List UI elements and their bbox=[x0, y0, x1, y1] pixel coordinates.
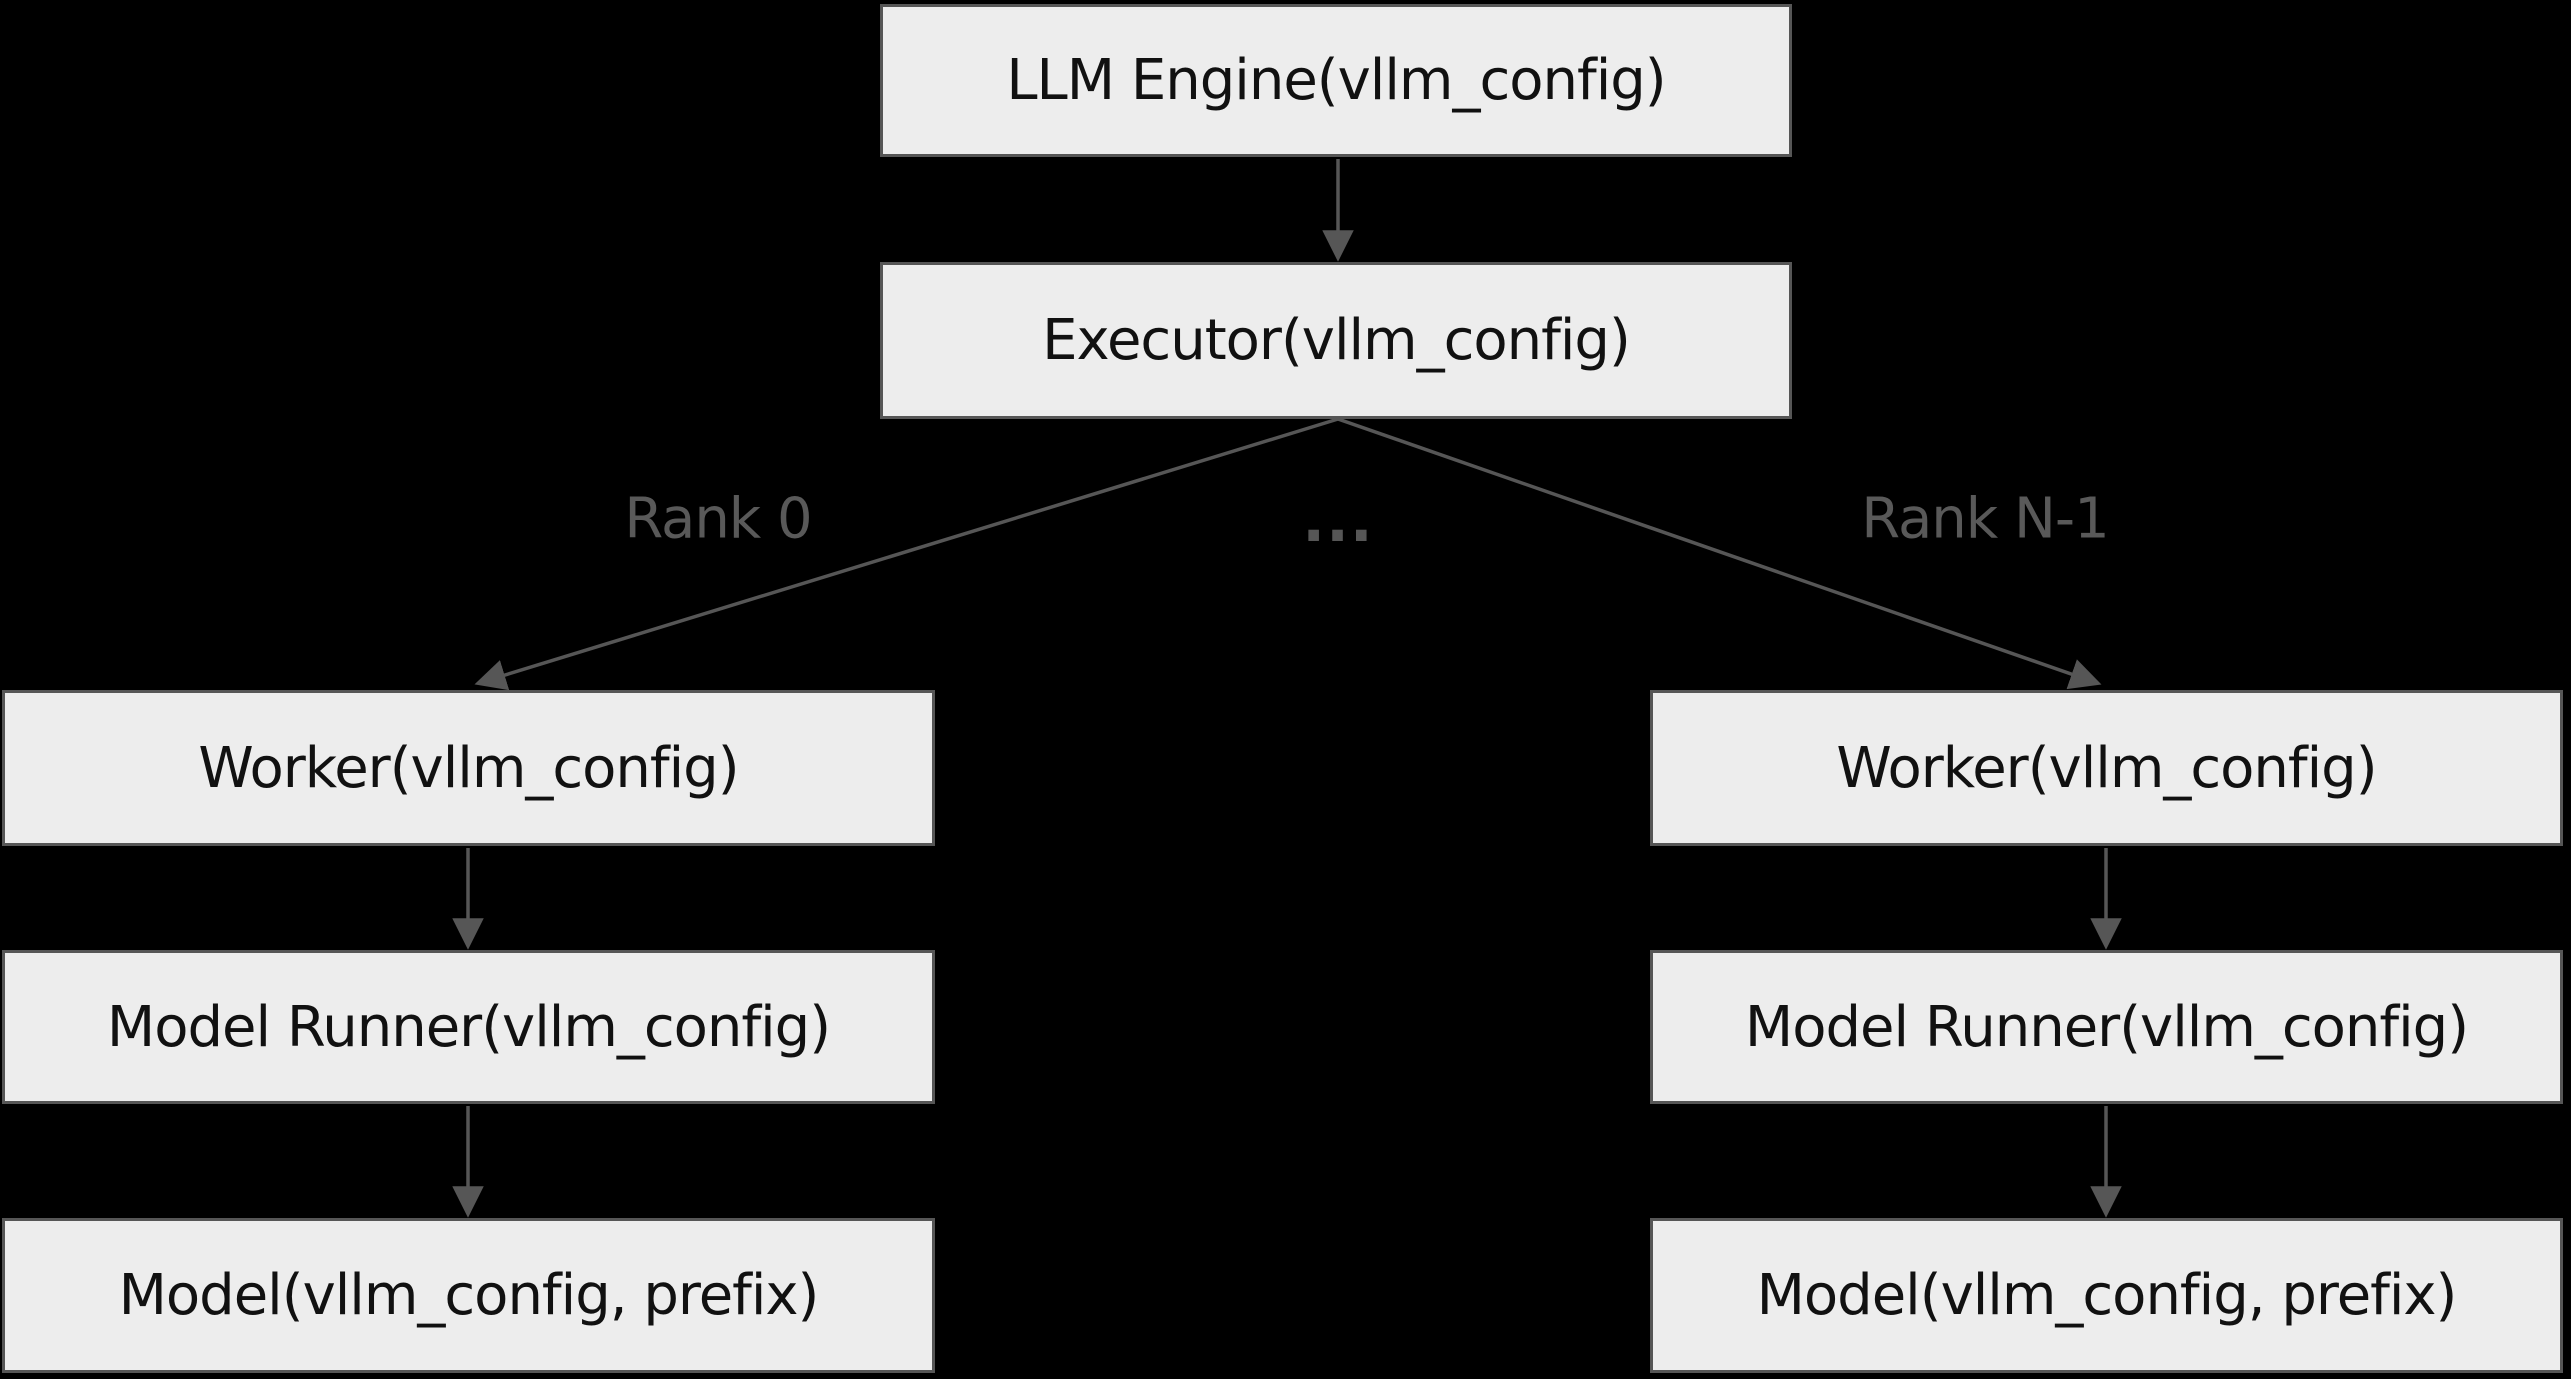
arrow-executor-to-worker-right bbox=[1337, 417, 2102, 690]
edge-label-ellipsis: ... bbox=[1302, 486, 1374, 556]
node-model-rank-0: Model(vllm_config, prefix) bbox=[2, 1218, 935, 1373]
node-worker-rank-0: Worker(vllm_config) bbox=[2, 690, 935, 846]
node-llm-engine: LLM Engine(vllm_config) bbox=[880, 4, 1792, 157]
node-model-runner-rank-0: Model Runner(vllm_config) bbox=[2, 950, 935, 1104]
edge-label-rank-n-1: Rank N-1 bbox=[1861, 486, 2109, 552]
node-executor: Executor(vllm_config) bbox=[880, 262, 1792, 419]
node-worker-rank-n-1: Worker(vllm_config) bbox=[1650, 690, 2563, 846]
arrow-executor-to-worker-left bbox=[474, 417, 1339, 691]
node-model-runner-rank-n-1: Model Runner(vllm_config) bbox=[1650, 950, 2563, 1104]
node-model-rank-n-1: Model(vllm_config, prefix) bbox=[1650, 1218, 2563, 1373]
edge-label-rank-0: Rank 0 bbox=[624, 486, 812, 552]
